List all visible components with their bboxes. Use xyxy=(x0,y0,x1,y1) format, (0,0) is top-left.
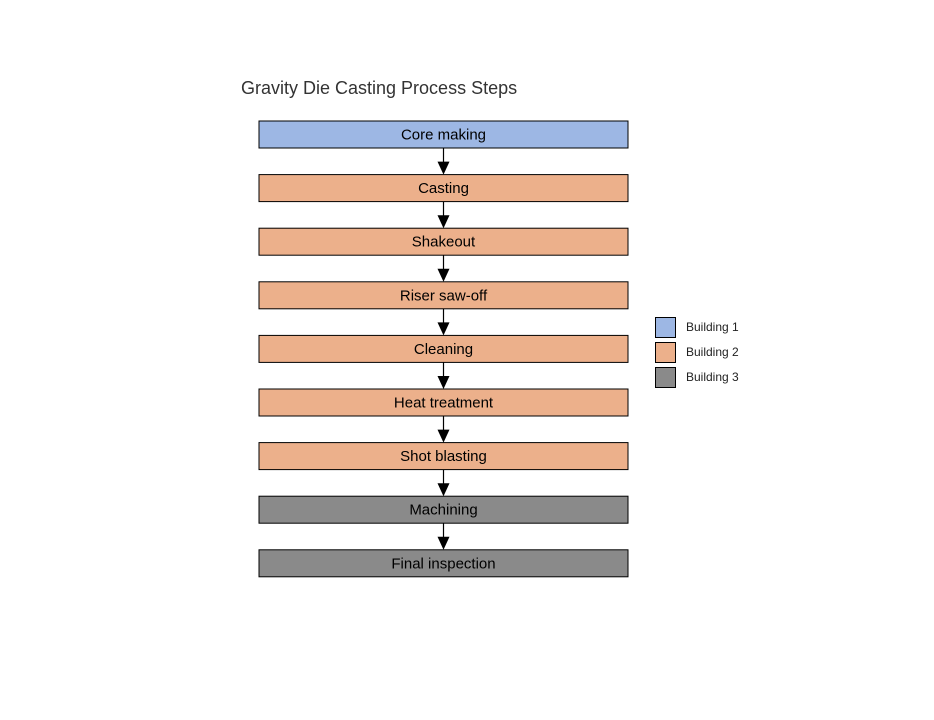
step-box xyxy=(258,174,629,203)
process-step: Core making xyxy=(258,120,629,149)
process-step: Cleaning xyxy=(258,334,629,363)
step-label: Riser saw-off xyxy=(400,287,488,304)
step-label: Casting xyxy=(418,180,469,197)
process-step: Machining xyxy=(258,495,629,524)
process-step: Casting xyxy=(258,174,629,203)
process-step: Shakeout xyxy=(258,227,629,256)
legend-swatch-building-2 xyxy=(655,341,676,363)
flow-arrow-head xyxy=(437,483,450,497)
process-step: Riser saw-off xyxy=(258,281,629,310)
process-step: Final inspection xyxy=(258,549,629,578)
step-box xyxy=(258,227,629,256)
legend-item-building-1: Building 1 xyxy=(655,316,739,338)
flow-arrow-head xyxy=(437,429,450,443)
flow-arrow-head xyxy=(437,215,450,229)
step-box xyxy=(258,334,629,363)
step-box xyxy=(258,442,629,471)
step-box xyxy=(258,281,629,310)
step-label: Machining xyxy=(409,502,477,519)
step-label: Final inspection xyxy=(391,555,495,572)
step-box xyxy=(258,495,629,524)
legend-item-building-2: Building 2 xyxy=(655,341,739,363)
flow-arrow-head xyxy=(437,376,450,389)
flow-arrow-head xyxy=(437,536,450,550)
step-label: Shot blasting xyxy=(400,448,487,465)
step-label: Heat treatment xyxy=(394,394,494,411)
process-step: Shot blasting xyxy=(258,442,629,471)
step-label: Shakeout xyxy=(412,234,476,251)
legend-label: Building 1 xyxy=(686,320,739,334)
legend-label: Building 2 xyxy=(686,345,739,359)
step-label: Cleaning xyxy=(414,341,473,358)
diagram-title: Gravity Die Casting Process Steps xyxy=(241,78,518,98)
step-label: Core making xyxy=(401,126,486,143)
legend-swatch-building-1 xyxy=(655,316,676,338)
legend-label: Building 3 xyxy=(686,370,739,384)
step-box xyxy=(258,388,629,417)
flow-arrow-head xyxy=(437,268,450,282)
flow-arrows xyxy=(437,148,450,550)
step-box xyxy=(258,549,629,578)
step-box xyxy=(258,120,629,149)
flow-arrow-head xyxy=(437,161,450,175)
legend-item-building-3: Building 3 xyxy=(655,366,739,388)
flow-arrow-head xyxy=(437,322,450,336)
legend: Building 1 Building 2 Building 3 xyxy=(655,316,739,391)
process-step: Heat treatment xyxy=(258,388,629,417)
legend-swatch-building-3 xyxy=(655,366,676,388)
